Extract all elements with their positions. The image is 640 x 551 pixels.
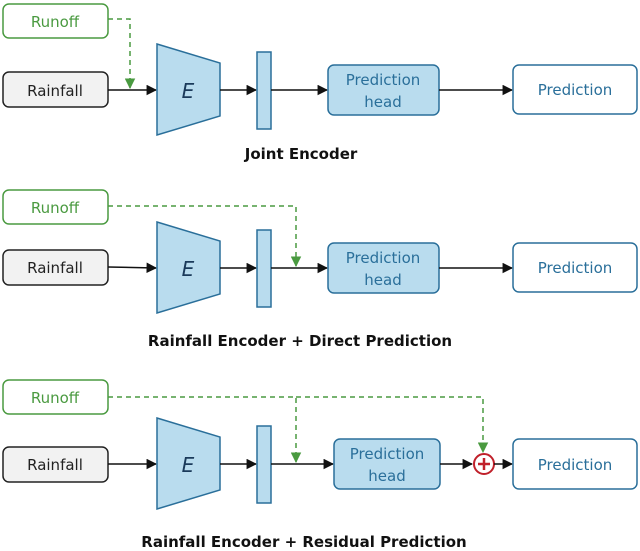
prediction-box: [512, 438, 638, 490]
rainfall-label: Rainfall: [27, 82, 83, 100]
prediction-head-label-1: Prediction: [346, 71, 421, 89]
runoff-label: Runoff: [31, 389, 80, 407]
runoff-label: Runoff: [31, 13, 80, 31]
latent-bar: [256, 51, 272, 130]
panel-residual-prediction: Runoff Rainfall E Prediction head Predic…: [2, 379, 638, 551]
panel-caption: Rainfall Encoder + Residual Prediction: [141, 533, 466, 551]
latent-bar: [256, 425, 272, 504]
panel-joint-encoder: Runoff Rainfall E Prediction head Predic…: [2, 3, 638, 163]
prediction-box: [512, 64, 638, 115]
latent-bar: [256, 229, 272, 308]
encoder-label: E: [182, 79, 195, 103]
encoder-trapezoid: [156, 416, 221, 511]
prediction-head-label-2: head: [368, 467, 405, 485]
prediction-head-label-2: head: [364, 271, 401, 289]
circled-plus-icon: [473, 453, 495, 475]
runoff-box: [2, 3, 109, 39]
prediction-head-label-1: Prediction: [350, 445, 425, 463]
rainfall-label: Rainfall: [27, 456, 83, 474]
prediction-label: Prediction: [538, 81, 613, 99]
panel-direct-prediction: Runoff Rainfall E Prediction head Predic…: [2, 189, 638, 350]
runoff-box: [2, 189, 109, 225]
runoff-arrow: [108, 18, 136, 90]
prediction-head-label-2: head: [364, 93, 401, 111]
rainfall-label: Rainfall: [27, 259, 83, 277]
prediction-box: [512, 242, 638, 293]
runoff-label: Runoff: [31, 199, 80, 217]
encoder-label: E: [182, 257, 195, 281]
panel-caption: Joint Encoder: [244, 145, 358, 163]
prediction-label: Prediction: [538, 259, 613, 277]
rainfall-arrow: [107, 262, 158, 274]
encoder-label: E: [182, 453, 195, 477]
panel-caption: Rainfall Encoder + Direct Prediction: [148, 332, 452, 350]
prediction-label: Prediction: [538, 456, 613, 474]
encoder-trapezoid: [156, 220, 221, 315]
prediction-head-label-1: Prediction: [346, 249, 421, 267]
runoff-arrow: [108, 205, 302, 268]
encoder-trapezoid: [156, 42, 221, 137]
